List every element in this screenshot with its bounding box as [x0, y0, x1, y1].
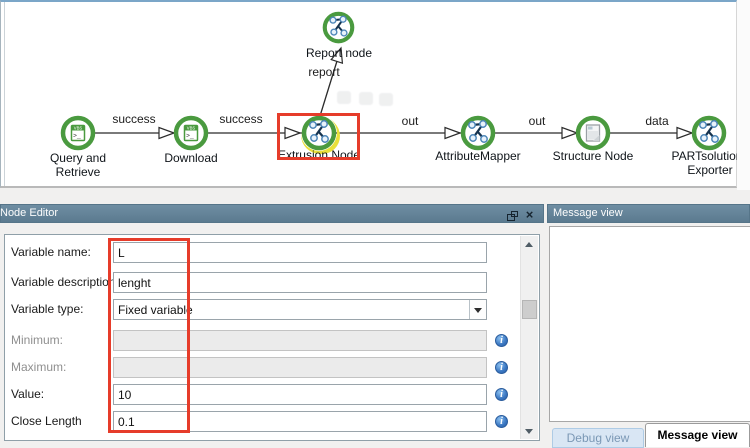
svg-text:>_: >_ [73, 133, 81, 140]
node-structure[interactable] [575, 115, 611, 151]
molecule-node-icon [322, 11, 355, 44]
close-icon: × [525, 207, 534, 222]
chevron-down-icon [474, 308, 482, 313]
faded-watermark [359, 92, 373, 105]
node-editor-titlebar[interactable]: Node Editor × [0, 204, 544, 223]
edge-label-out-2: out [528, 114, 546, 128]
edge-label-success-2: success [219, 112, 263, 126]
edge-label-data: data [645, 114, 669, 128]
info-icon[interactable]: i [495, 334, 508, 347]
minimum-label: Minimum: [11, 333, 64, 347]
maximum-label: Maximum: [11, 360, 67, 374]
svg-text:>_: >_ [186, 133, 194, 140]
form-row-minimum: Minimum: i [5, 330, 539, 351]
scroll-up-button[interactable] [521, 236, 538, 252]
combo-dropdown-button[interactable] [469, 300, 486, 319]
scroll-down-button[interactable] [521, 423, 538, 439]
faded-watermark [379, 93, 393, 106]
node-label-download: Download [164, 151, 218, 165]
form-row-variable-type: Variable type: [5, 299, 539, 320]
edge-label-report: report [308, 65, 340, 79]
form-row-value: Value: i [5, 384, 539, 405]
canvas-right-margin [737, 0, 750, 190]
form-row-variable-name: Variable name: [5, 242, 539, 263]
node-query-and-retrieve[interactable]: VBS >_ [60, 115, 96, 151]
workflow-canvas[interactable]: success success out out data report VBS … [0, 0, 748, 188]
script-node-icon: VBS >_ [60, 115, 96, 151]
info-icon[interactable]: i [495, 415, 508, 428]
arrow-down-icon [525, 429, 533, 434]
message-view-titlebar[interactable]: Message view [547, 204, 750, 223]
variable-type-label: Variable type: [11, 302, 84, 316]
variable-type-combobox[interactable] [113, 299, 487, 320]
form-row-variable-description: Variable description: [5, 272, 539, 293]
molecule-node-icon [301, 115, 337, 151]
edge-label-out-1: out [401, 114, 419, 128]
message-view-title: Message view [553, 207, 623, 219]
minimum-input [113, 330, 487, 351]
maximum-input [113, 357, 487, 378]
info-icon[interactable]: i [495, 388, 508, 401]
tab-message-view[interactable]: Message view [645, 423, 750, 447]
node-editor-form: Variable name: Variable description: Var… [4, 234, 540, 441]
canvas-edge-line [4, 2, 5, 186]
node-report[interactable] [322, 11, 355, 44]
message-view-content[interactable] [549, 226, 750, 422]
faded-watermark [337, 91, 351, 104]
node-label-partsolutions-exporter: PARTsolutions Exporter [671, 149, 749, 177]
form-row-close-length: Close Length i [5, 411, 539, 432]
scrollbar-thumb[interactable] [522, 300, 537, 319]
variable-description-input[interactable] [113, 272, 487, 293]
document-node-icon [575, 115, 611, 151]
form-row-maximum: Maximum: i [5, 357, 539, 378]
node-label-extrusion: Extrusion Node [277, 148, 361, 162]
svg-text:VBS: VBS [187, 126, 196, 131]
variable-name-label: Variable name: [11, 245, 91, 259]
node-label-report: Report node [305, 46, 373, 60]
close-length-input[interactable] [113, 411, 487, 432]
value-label: Value: [11, 387, 45, 401]
variable-description-label: Variable description: [11, 275, 119, 289]
molecule-node-icon [460, 115, 496, 151]
form-scrollbar[interactable] [520, 236, 538, 439]
close-panel-button[interactable]: × [523, 208, 536, 221]
close-length-label: Close Length [11, 414, 82, 428]
arrow-up-icon [525, 242, 533, 247]
node-editor-title: Node Editor [0, 207, 59, 219]
node-extrusion[interactable] [301, 115, 337, 151]
svg-text:VBS: VBS [74, 126, 83, 131]
float-icon [507, 211, 518, 221]
info-icon[interactable]: i [495, 361, 508, 374]
node-partsolutions-exporter[interactable] [691, 115, 727, 151]
node-attribute-mapper[interactable] [460, 115, 496, 151]
node-label-attribute-mapper: AttributeMapper [435, 149, 521, 163]
script-node-icon: VBS >_ [173, 115, 209, 151]
node-download[interactable]: VBS >_ [173, 115, 209, 151]
tab-debug-view[interactable]: Debug view [552, 428, 644, 448]
node-label-structure: Structure Node [552, 149, 634, 163]
variable-type-value[interactable] [114, 300, 470, 319]
value-input[interactable] [113, 384, 487, 405]
node-label-query-and-retrieve: Query and Retrieve [49, 151, 107, 179]
variable-name-input[interactable] [113, 242, 487, 263]
float-panel-button[interactable] [506, 208, 519, 221]
edge-label-success-1: success [112, 112, 156, 126]
molecule-node-icon [691, 115, 727, 151]
